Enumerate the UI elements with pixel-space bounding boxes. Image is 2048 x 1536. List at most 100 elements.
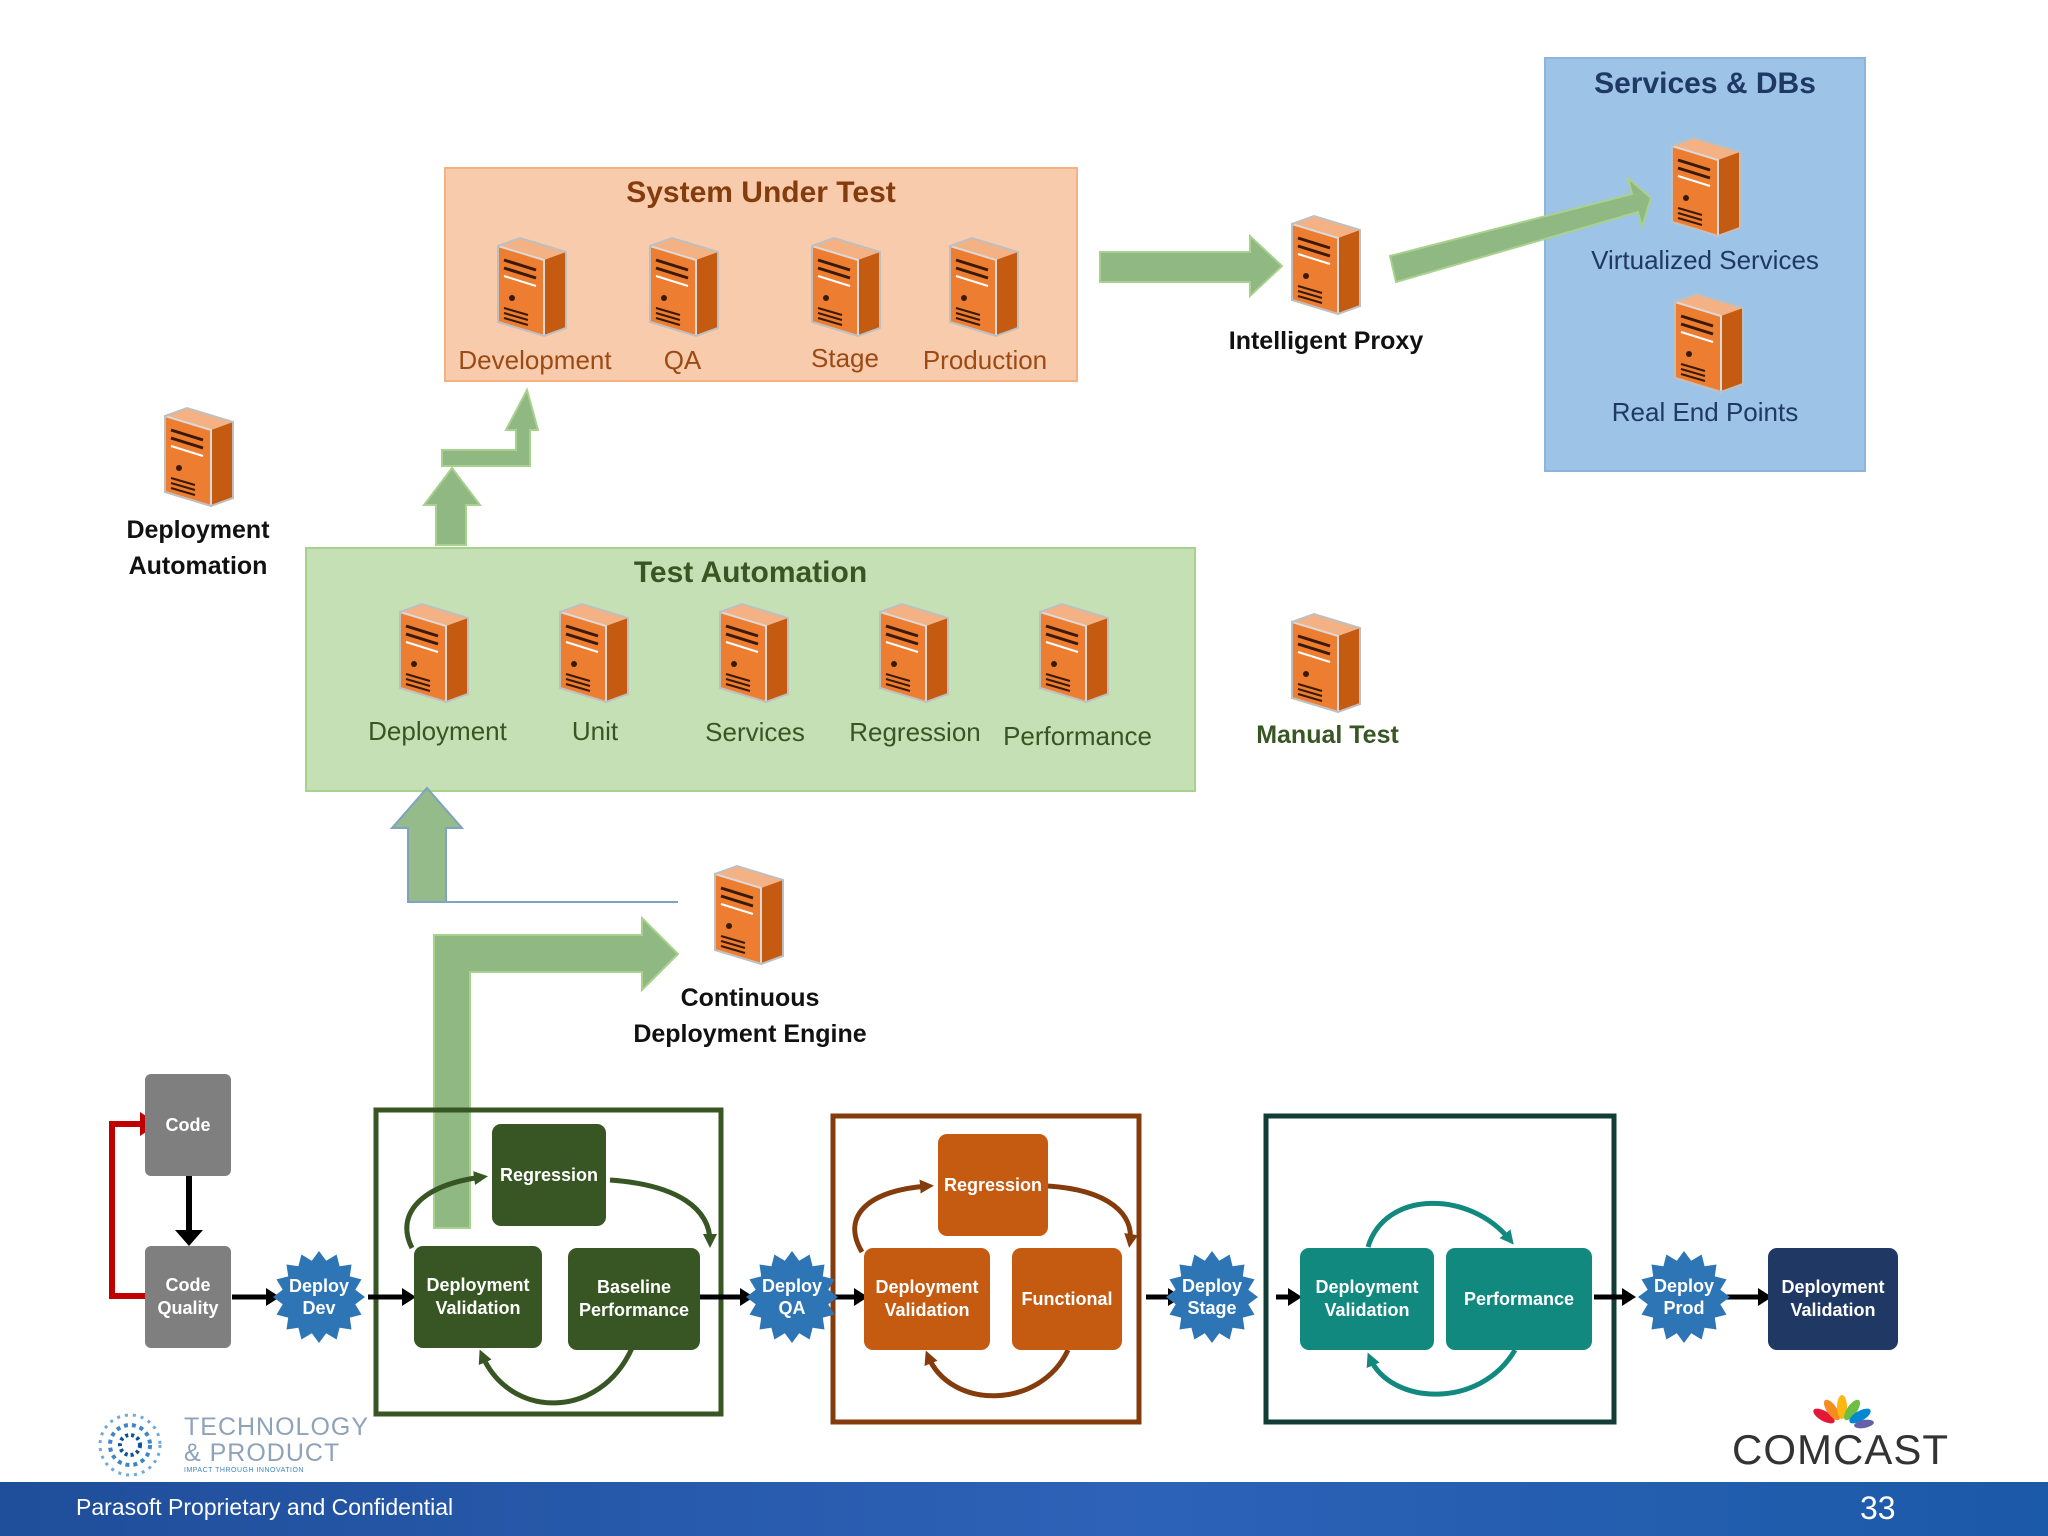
deploy-qa-line1: Deploy	[761, 1276, 822, 1296]
qa-cycle-arrow-3	[924, 1348, 1071, 1399]
code-feedback-arrow	[109, 1121, 145, 1299]
arrow-proxy-to-services	[1388, 175, 1653, 284]
code-box: Code	[145, 1074, 231, 1176]
comcast-peacock-logo-icon	[1813, 1395, 1874, 1429]
qa-stage-frame	[830, 1113, 1142, 1425]
prod-dv-line1: Deployment	[1781, 1277, 1885, 1297]
ta-label-deployment: Deployment	[368, 716, 507, 746]
code-label: Code	[165, 1114, 211, 1135]
qa-regression-step: Regression	[938, 1134, 1048, 1236]
ta-label-performance: Performance	[1003, 721, 1152, 751]
deploy-stage-badge-icon	[1166, 1251, 1258, 1343]
stage-cycle-arrow-2	[1366, 1348, 1518, 1397]
deploy-stage-line1: Deploy	[1181, 1276, 1242, 1296]
manual-test-server-icon	[1290, 612, 1362, 714]
code-quality-label-line2: Quality	[157, 1298, 219, 1318]
page-number: 33	[1860, 1490, 1896, 1526]
deploy-prod-badge: Deploy Prod	[1644, 1257, 1724, 1337]
manual-test-label: Manual Test	[1256, 721, 1399, 749]
deployment-automation-label-line1: Deployment	[126, 516, 270, 544]
dev-deployment-validation-step: Deployment Validation	[414, 1246, 542, 1348]
qa-deployment-validation-step: Deployment Validation	[864, 1248, 990, 1350]
test-automation-title: Test Automation	[633, 556, 868, 589]
cd-engine-label-line1: Continuous	[680, 984, 820, 1012]
dev-cycle-arrow-1	[404, 1171, 488, 1250]
ta-regression-server-icon	[878, 602, 950, 704]
tp-line1: TECHNOLOGY	[184, 1413, 370, 1441]
cd-engine-label-line2: Deployment Engine	[633, 1020, 867, 1048]
intelligent-proxy-server-icon	[1290, 214, 1362, 316]
stage-performance-step: Performance	[1446, 1248, 1592, 1350]
arrow-test-automation-up	[421, 466, 483, 546]
footer-text: Parasoft Proprietary and Confidential	[76, 1494, 454, 1520]
stage-stage-frame	[1263, 1113, 1617, 1425]
real-end-points-label: Real End Points	[1611, 397, 1799, 427]
qa-cycle-arrow-1	[852, 1179, 934, 1254]
virtualized-services-server-icon	[1670, 136, 1742, 238]
deploy-stage-line2: Stage	[1187, 1298, 1237, 1318]
ta-services-server-icon	[718, 602, 790, 704]
technology-product-logo-icon	[98, 1413, 162, 1477]
ta-label-services: Services	[705, 717, 805, 747]
deploy-qa-badge: Deploy QA	[752, 1257, 832, 1337]
prod-dv-line2: Validation	[1790, 1300, 1876, 1320]
qa-regression-label: Regression	[943, 1174, 1043, 1195]
ta-deployment-server-icon	[398, 602, 470, 704]
sut-production-server-icon	[948, 236, 1020, 338]
dev-cycle-arrow-2	[609, 1177, 717, 1248]
footer-bar: Parasoft Proprietary and Confidential 33	[0, 1482, 2048, 1536]
arrow-pipeline-to-cd-engine	[433, 915, 680, 1229]
deploy-dev-badge: Deploy Dev	[279, 1257, 359, 1337]
intelligent-proxy-label: Intelligent Proxy	[1228, 327, 1424, 355]
qa-cycle-arrow-2	[1047, 1183, 1139, 1248]
prod-deployment-validation-step: Deployment Validation	[1768, 1248, 1898, 1350]
deployment-automation-server-icon	[163, 406, 235, 508]
deploy-qa-line2: QA	[778, 1298, 806, 1318]
dev-cycle-arrow-3	[478, 1346, 635, 1406]
qa-dv-line1: Deployment	[875, 1277, 979, 1297]
sut-development-server-icon	[496, 236, 568, 338]
dev-regression-label: Regression	[499, 1164, 599, 1185]
real-end-points-server-icon	[1673, 292, 1745, 394]
arrow-cd-engine-to-test-automation	[389, 786, 678, 903]
deploy-dev-line1: Deploy	[288, 1276, 349, 1296]
arrow-to-system-under-test	[441, 387, 540, 467]
deploy-dev-badge-icon	[273, 1251, 365, 1343]
sut-label-qa: QA	[663, 345, 702, 375]
deployment-automation-label-line2: Automation	[128, 552, 268, 580]
stage-dv-line2: Validation	[1324, 1300, 1410, 1320]
sut-stage-server-icon	[810, 236, 882, 338]
dev-regression-step: Regression	[492, 1124, 606, 1226]
virtualized-services-label: Virtualized Services	[1591, 245, 1819, 275]
sut-label-development: Development	[458, 345, 612, 375]
stage-cycle-arrow-1	[1365, 1200, 1514, 1248]
code-quality-label-line1: Code	[165, 1275, 211, 1295]
comcast-logo: COMCAST	[1732, 1426, 1949, 1473]
code-quality-box: Code Quality	[145, 1246, 231, 1348]
cd-engine-server-icon	[713, 864, 785, 966]
deploy-qa-badge-icon	[746, 1251, 838, 1343]
services-dbs-title: Services & DBs	[1594, 67, 1816, 100]
ta-label-regression: Regression	[849, 717, 981, 747]
tp-line2: & PRODUCT	[184, 1439, 341, 1467]
sut-title: System Under Test	[626, 176, 896, 209]
dev-dv-line2: Validation	[435, 1298, 521, 1318]
arrow-sut-to-proxy	[1099, 233, 1284, 299]
services-dbs-panel	[1544, 57, 1866, 472]
dev-dv-line1: Deployment	[426, 1275, 530, 1295]
qa-dv-line2: Validation	[884, 1300, 970, 1320]
stage-dv-line1: Deployment	[1315, 1277, 1419, 1297]
dev-bp-line1: Baseline	[596, 1277, 672, 1297]
qa-functional-step: Functional	[1012, 1248, 1122, 1350]
deploy-stage-badge: Deploy Stage	[1172, 1257, 1252, 1337]
sut-qa-server-icon	[648, 236, 720, 338]
ta-label-unit: Unit	[571, 716, 619, 746]
sut-label-production: Production	[922, 345, 1048, 375]
technology-product-logo: TECHNOLOGY & PRODUCT IMPACT THROUGH INNO…	[184, 1414, 369, 1476]
deploy-dev-line2: Dev	[302, 1298, 336, 1318]
dev-bp-line2: Performance	[578, 1300, 690, 1320]
deploy-prod-line2: Prod	[1663, 1298, 1705, 1318]
dev-stage-frame	[373, 1107, 724, 1417]
stage-deployment-validation-step: Deployment Validation	[1300, 1248, 1434, 1350]
